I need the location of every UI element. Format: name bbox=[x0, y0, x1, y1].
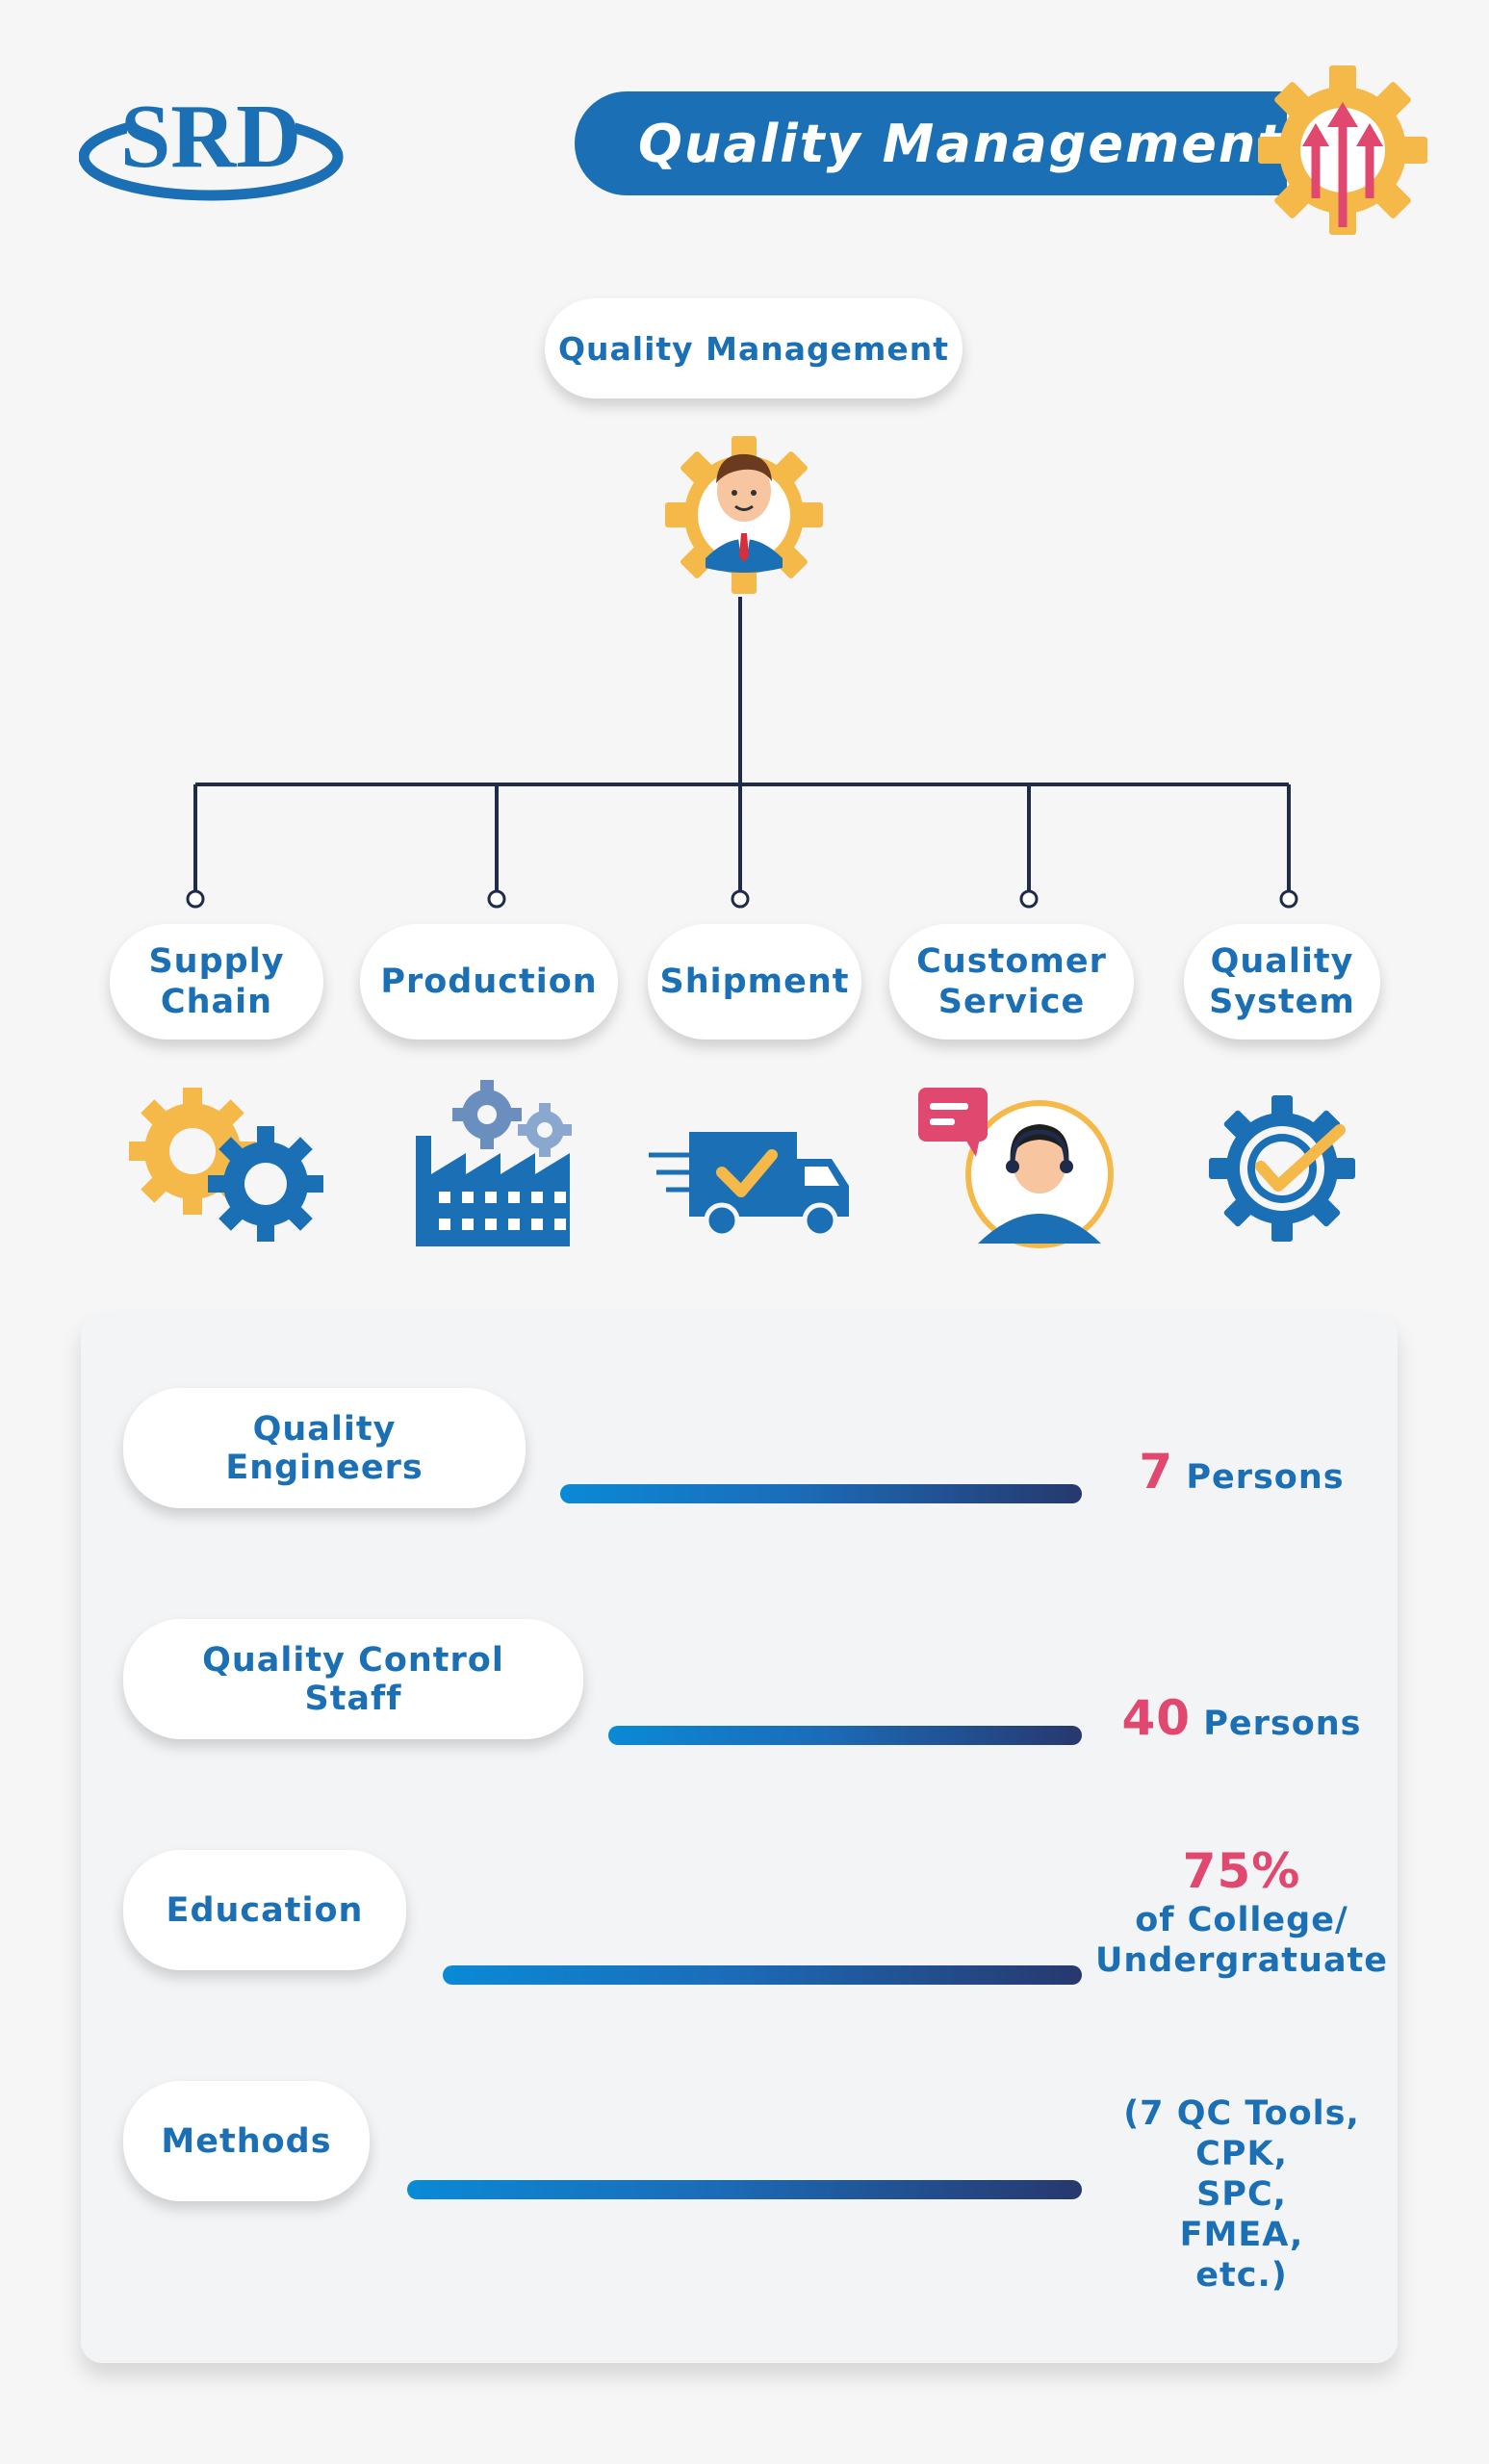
gears-icon bbox=[123, 1078, 335, 1251]
gear-arrows-up-icon bbox=[1256, 64, 1429, 237]
delivery-truck-icon bbox=[643, 1078, 855, 1251]
org-head-label: Quality Management bbox=[545, 298, 963, 398]
stat-label-methods: Methods bbox=[123, 2081, 370, 2201]
dept-shipment: Shipment bbox=[648, 924, 861, 1040]
stat-label-education: Education bbox=[123, 1850, 406, 1970]
stat-label-quality-control-staff: Quality Control Staff bbox=[123, 1619, 583, 1739]
svg-text:SRD: SRD bbox=[120, 91, 301, 187]
manager-gear-icon bbox=[662, 424, 826, 597]
support-agent-icon bbox=[916, 1078, 1128, 1251]
srd-logo: SRD bbox=[79, 91, 344, 207]
dept-production: Production bbox=[360, 924, 618, 1040]
stat-bar bbox=[608, 1726, 1082, 1745]
stat-value-methods: (7 QC Tools, CPK, SPC, FMEA, etc.) bbox=[1123, 2094, 1360, 2295]
org-connector-lines bbox=[186, 597, 1298, 909]
stat-bar bbox=[443, 1965, 1082, 1985]
stat-value-quality-control-staff: 40 Persons bbox=[1121, 1690, 1362, 1746]
gear-check-icon bbox=[1178, 1078, 1390, 1251]
header-banner: Quality Management bbox=[575, 91, 1287, 195]
header-title: Quality Management bbox=[638, 113, 1285, 174]
factory-icon bbox=[398, 1078, 610, 1251]
stat-value-quality-engineers: 7 Persons bbox=[1139, 1444, 1345, 1500]
stat-value-education: 75% of College/ Undergratuate bbox=[1094, 1843, 1389, 1980]
stat-label-quality-engineers: Quality Engineers bbox=[123, 1388, 526, 1508]
stat-bar bbox=[407, 2180, 1082, 2199]
stat-bar bbox=[560, 1484, 1082, 1503]
